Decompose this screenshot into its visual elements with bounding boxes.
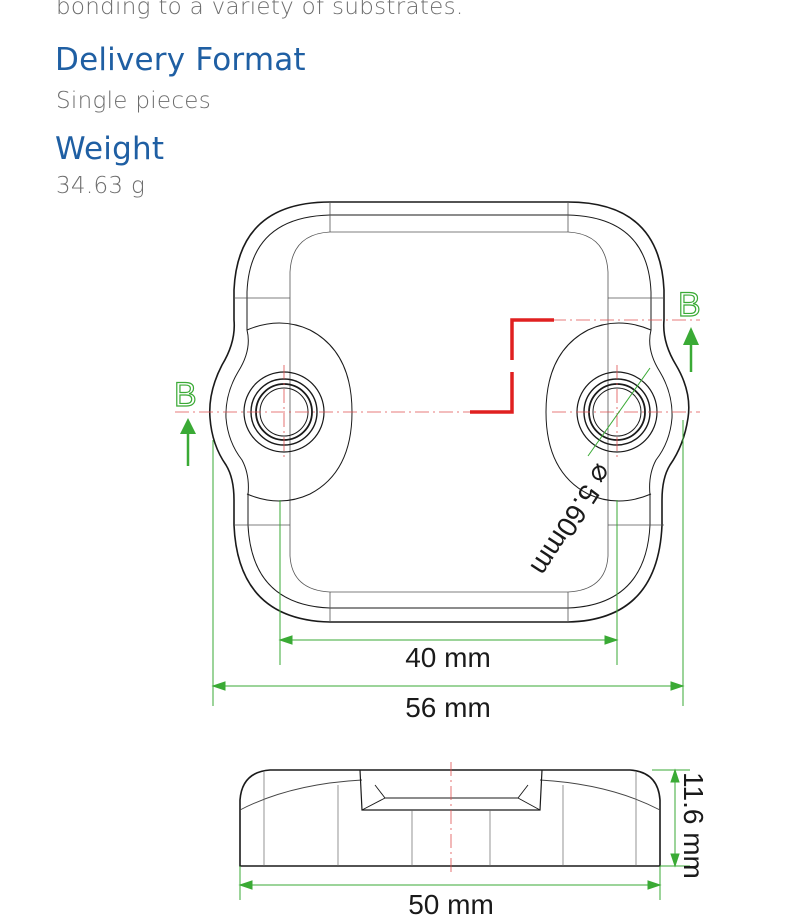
section-marker-right: B — [677, 285, 701, 372]
hole-spacing-label: 40 mm — [405, 642, 491, 673]
delivery-format-value: Single pieces — [56, 88, 212, 114]
dimension-hole-spacing — [278, 500, 619, 665]
delivery-format-heading: Delivery Format — [55, 42, 306, 78]
side-width-label: 50 mm — [408, 889, 494, 920]
centerlines — [175, 319, 700, 460]
section-label-right: B — [678, 286, 701, 324]
dimension-side-width — [238, 866, 662, 900]
weight-heading: Weight — [55, 131, 165, 167]
section-label-left: B — [174, 376, 197, 414]
hole-diameter-label: ⌀ 5.60mm — [524, 459, 619, 581]
top-view-outline — [208, 201, 690, 623]
intro-text: bonding to a variety of substrates. — [56, 0, 464, 20]
dimension-top-width — [211, 420, 685, 706]
dimension-height — [652, 768, 690, 868]
side-view-outline — [239, 769, 661, 867]
hole-diameter-leader — [587, 367, 651, 457]
right-boss — [545, 322, 652, 502]
height-label: 11.6 mm — [678, 772, 709, 879]
top-width-label: 56 mm — [405, 692, 491, 723]
side-view — [239, 769, 661, 867]
top-view-inner-outline — [225, 214, 673, 609]
section-marker-left: B — [173, 375, 197, 466]
weight-value: 34.63 g — [56, 173, 146, 199]
